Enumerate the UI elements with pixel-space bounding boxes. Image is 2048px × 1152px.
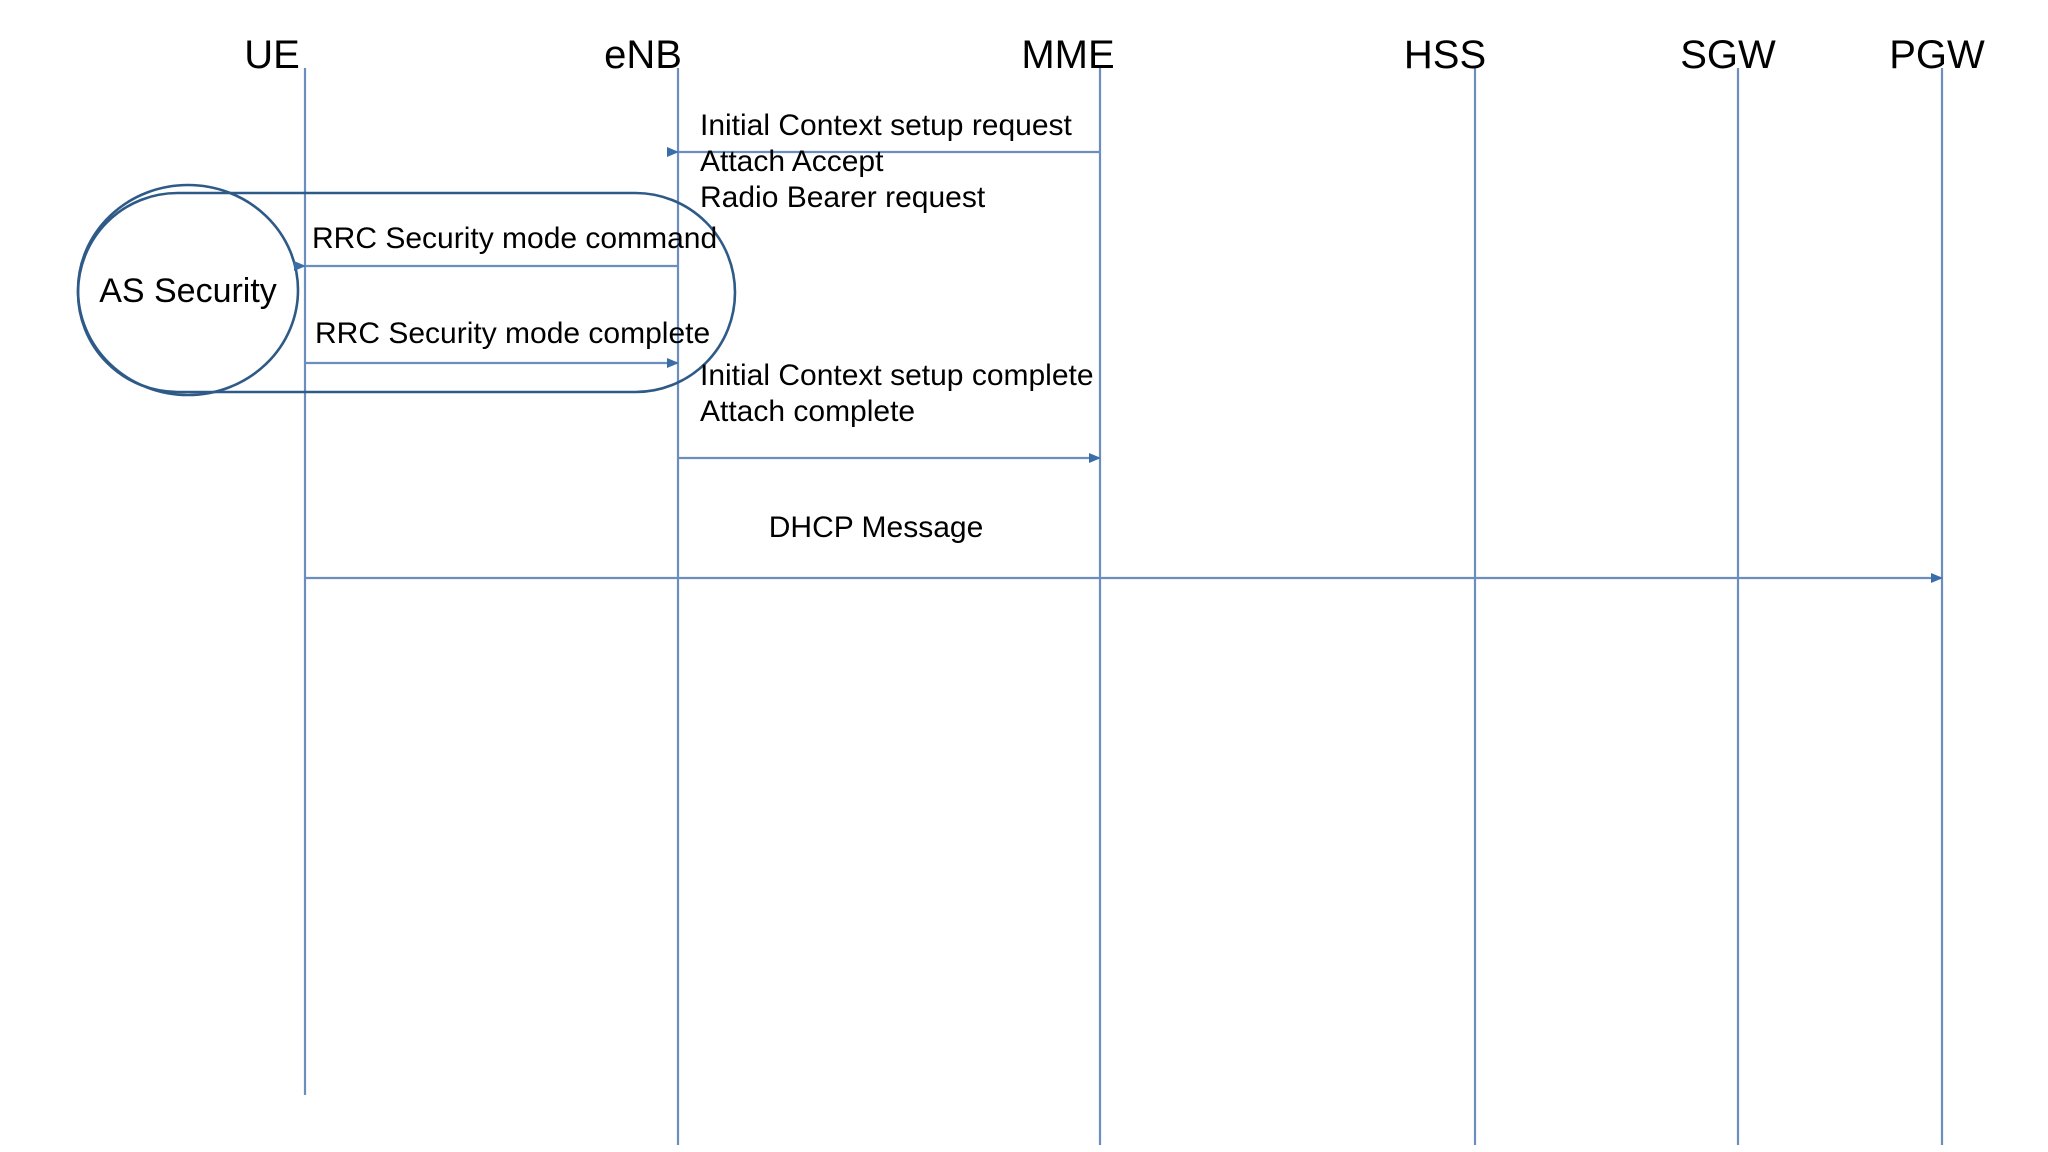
actor-label-mme: MME: [1021, 33, 1114, 77]
message-label-dhcp-message: DHCP Message: [769, 511, 984, 544]
message-line: Attach complete: [700, 395, 915, 428]
message-line: Initial Context setup complete: [700, 359, 1094, 392]
as-security-circle-outline: [76, 183, 300, 397]
actor-label-ue: UE: [244, 33, 300, 77]
message-label-rrc-security-mode-command: RRC Security mode command: [312, 222, 717, 255]
message-line: DHCP Message: [769, 511, 984, 544]
actor-labels-group: UE eNB MME HSS SGW PGW: [244, 33, 1985, 77]
message-line: RRC Security mode complete: [315, 317, 710, 350]
message-label-initial-context-setup-request: Initial Context setup request Attach Acc…: [700, 109, 1073, 214]
actor-label-hss: HSS: [1404, 33, 1486, 77]
message-labels-group: Initial Context setup request Attach Acc…: [312, 109, 1094, 544]
actor-label-pgw: PGW: [1889, 33, 1985, 77]
message-line: Initial Context setup request: [700, 109, 1073, 142]
message-arrows-group: [294, 147, 1943, 583]
message-label-rrc-security-mode-complete: RRC Security mode complete: [315, 317, 710, 350]
as-security-shapes-group: AS Security: [76, 183, 737, 397]
message-label-initial-context-setup-complete: Initial Context setup complete Attach co…: [700, 359, 1094, 428]
actor-label-enb: eNB: [604, 33, 682, 77]
actor-label-sgw: SGW: [1680, 33, 1776, 77]
as-security-stadium-outline: [76, 191, 737, 394]
lifelines-group: [303, 68, 1944, 1145]
message-line: Attach Accept: [700, 145, 884, 178]
message-line: Radio Bearer request: [700, 181, 986, 214]
message-line: RRC Security mode command: [312, 222, 717, 255]
as-security-label: AS Security: [99, 272, 277, 310]
